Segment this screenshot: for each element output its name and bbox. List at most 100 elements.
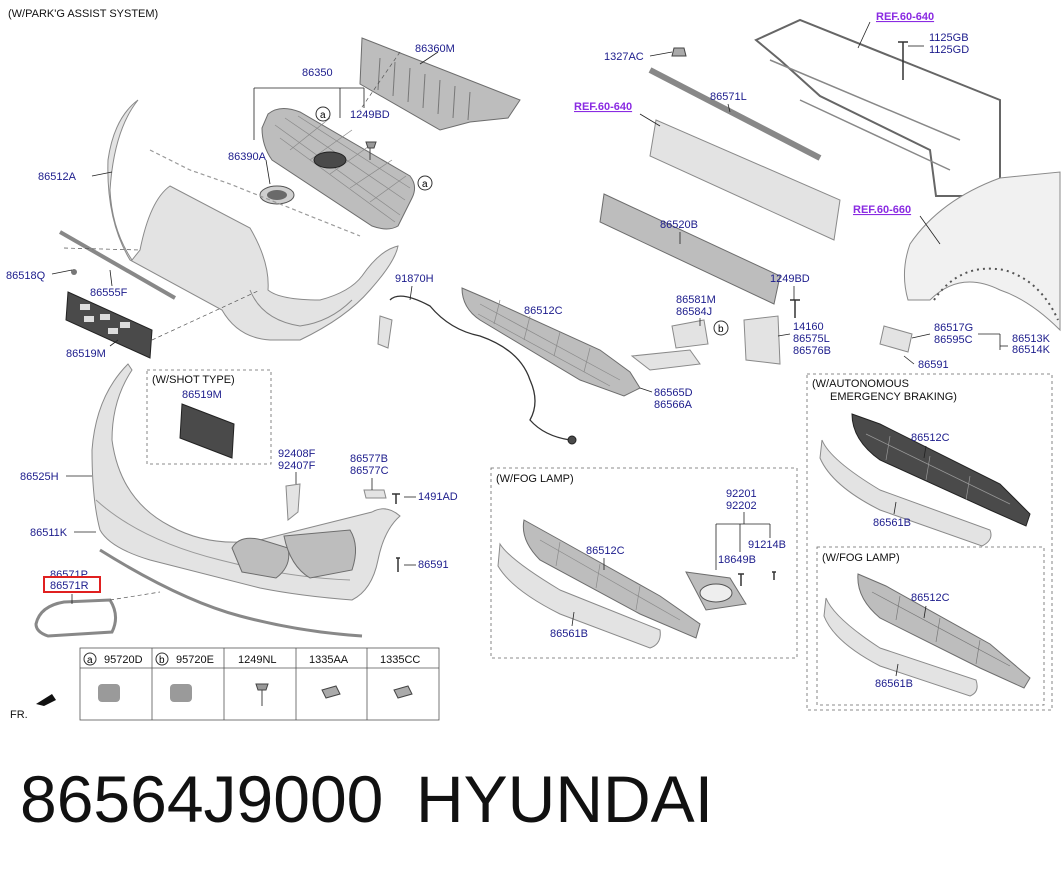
strip-86571l [648,67,822,161]
grille-aeb-mesh [865,433,1011,505]
guide-lines-left [63,51,401,601]
label-86512c-main: 86512C [524,305,563,317]
lower-skid-strip [99,548,363,638]
svg-text:a: a [87,655,93,666]
label-86512a: 86512A [38,171,77,183]
leader-lines-right [409,21,1008,393]
leader-lines-fog [571,512,771,627]
front-arrow-icon [36,694,56,706]
label-86555f: 86555F [90,287,128,299]
label-86512c-fog2: 86512C [911,592,950,604]
svg-text:b: b [159,655,165,666]
label-86520b: 86520B [660,219,698,231]
sensor-icon [98,684,120,702]
grille-mesh [274,115,411,223]
screw-icon [255,683,269,706]
label-91870h: 91870H [395,273,434,285]
legend-cell-3: 1249NL [238,654,277,706]
bracket-86517g [879,325,913,353]
grille-fog-mesh [539,539,681,621]
clip-icon [393,685,413,699]
shot-type-box [146,369,272,465]
callout-a-1-text: a [320,110,326,121]
footer-part-number: 86564J9000 [20,762,383,836]
lower-grille-86512c [461,287,641,397]
label-86565d: 86565D [654,387,693,399]
label-91214b: 91214B [748,539,786,551]
ref-fender[interactable]: REF.60-660 [853,204,911,216]
radiator-support-beams [769,59,961,171]
label-86519m: 86519M [66,348,106,360]
wiring-connector [377,315,393,349]
label-92407f: 92407F [278,460,316,472]
label-86584j: 86584J [676,306,712,318]
grille-86350 [261,108,416,230]
legend-cell-4: 1335AA [309,654,349,699]
legend-code-1249nl: 1249NL [238,654,277,666]
ref-top[interactable]: REF.60-640 [876,11,934,23]
label-86571l: 86571L [710,91,747,103]
legend-code-95720e: 95720E [176,654,214,666]
sensor-icon [170,684,192,702]
label-1249bd-a: 1249BD [350,109,390,121]
grille-86512c-fog2 [857,573,1031,689]
screw-86591 [396,557,400,572]
label-86390a: 86390A [228,151,267,163]
label-1491ad: 1491AD [418,491,458,503]
skid-86561b-fog [497,542,661,649]
label-92408f: 92408F [278,448,316,460]
legend-code-95720d: 95720D [104,654,143,666]
label-86561b-fog2: 86561B [875,678,913,690]
label-86571r: 86571R [50,580,89,592]
callout-b [713,320,729,336]
legend-table [79,647,440,721]
label-86561b-aeb: 86561B [873,517,911,529]
bracket-92408f [285,483,301,521]
label-1249bd-b: 1249BD [770,273,810,285]
bumper-cover-86512a [107,99,399,341]
callout-b-text: b [718,324,724,335]
strip-86555f [59,230,176,300]
clip-86518q [71,269,77,275]
grille-86512c-fog [522,519,701,639]
label-92201: 92201 [726,488,757,500]
ref-mid[interactable]: REF.60-640 [574,101,632,113]
bumper-crease [149,149,361,237]
label-86512c-fog: 86512C [586,545,625,557]
fog-lamp-box [490,467,798,659]
label-86518q: 86518Q [6,270,46,282]
screw-1491ad [392,493,400,504]
label-86577b: 86577B [350,453,388,465]
label-86581m: 86581M [676,294,716,306]
caption-parking-assist: (W/PARK'G ASSIST SYSTEM) [8,8,158,20]
bumper-beam [649,119,841,241]
wiring-91870h [389,295,571,441]
label-86360m: 86360M [415,43,455,55]
label-1327ac: 1327AC [604,51,644,63]
caption-autonomous-1: (W/AUTONOMOUS [812,378,909,390]
callout-a-2 [417,175,433,191]
label-86514k: 86514K [1012,344,1051,356]
legend-code-1335cc: 1335CC [380,654,420,666]
legend-cell-2: b 95720E [155,652,214,702]
label-92202: 92202 [726,500,757,512]
fog-surround-86571r [34,598,117,638]
screw-1249bd [365,141,377,160]
leader-lines-aeb [893,445,927,515]
label-86561b-fog: 86561B [550,628,588,640]
label-86513k: 86513K [1012,333,1051,345]
aeb-box [806,373,1053,711]
callout-a-2-text: a [422,179,428,190]
label-18649b: 18649B [718,554,756,566]
license-bracket-shot [179,403,235,459]
bracket-86575l [743,315,781,365]
bracket-86577b [363,489,387,499]
legend-cell-5: 1335CC [380,654,420,699]
fog-pocket-right [283,529,356,579]
trim-86565d [630,349,701,371]
caption-fog-lamp-center: (W/FOG LAMP) [496,473,574,485]
energy-absorber-86520b [599,193,781,305]
fog-lamp-lens [699,583,733,603]
label-86350: 86350 [302,67,333,79]
